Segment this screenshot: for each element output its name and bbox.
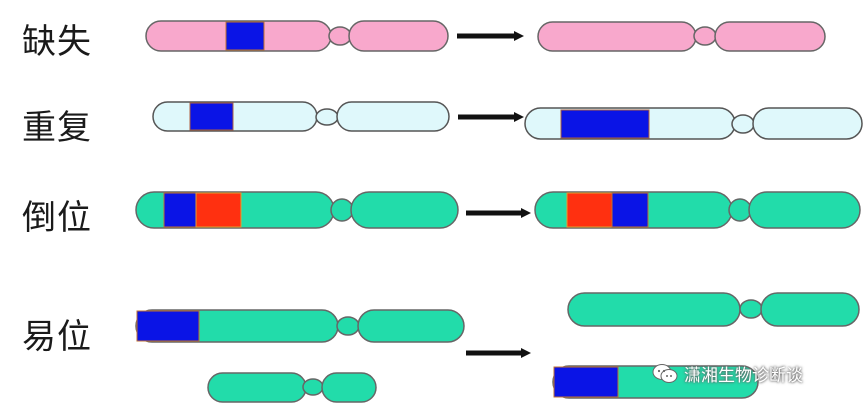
inversion-segment-blue [611,192,649,228]
watermark-text: 潇湘生物诊断谈 [684,366,803,386]
deletion-label: 缺失 [22,22,92,62]
centromere [693,26,717,46]
duplication-after-chromosome [524,107,863,140]
watermark: 潇湘生物诊断谈 [652,361,803,386]
translocation-segment-blue [553,366,619,398]
inversion-before-chromosome [135,191,459,229]
duplication-before-chromosome [152,101,450,132]
inversion-segment-red [195,192,242,228]
centromere [739,299,763,319]
centromere [328,26,352,46]
centromere [302,378,324,396]
translocation-before-chromosome-1 [135,309,465,343]
translocation-after-chromosome-1 [567,292,860,327]
centromere [728,198,752,222]
centromere [315,108,339,126]
inversion-segment-red [566,192,613,228]
translocation-before-chromosome-2 [207,372,377,403]
duplication-label: 重复 [22,108,92,148]
inversion-segment-blue [163,192,197,228]
duplicated-segment-blue [189,102,234,131]
deleted-segment-blue [225,21,265,51]
centromere [336,316,360,336]
inversion-after-chromosome [534,191,861,229]
deletion-after-chromosome [537,21,826,52]
deletion-before-chromosome [145,20,449,52]
duplicated-segment-blue-double [560,109,650,139]
translocation-label: 易位 [22,317,92,357]
wechat-icon [652,363,678,385]
translocation-segment-blue [136,310,200,342]
centromere [731,114,755,134]
inversion-label: 倒位 [22,198,92,238]
centromere [330,198,354,222]
